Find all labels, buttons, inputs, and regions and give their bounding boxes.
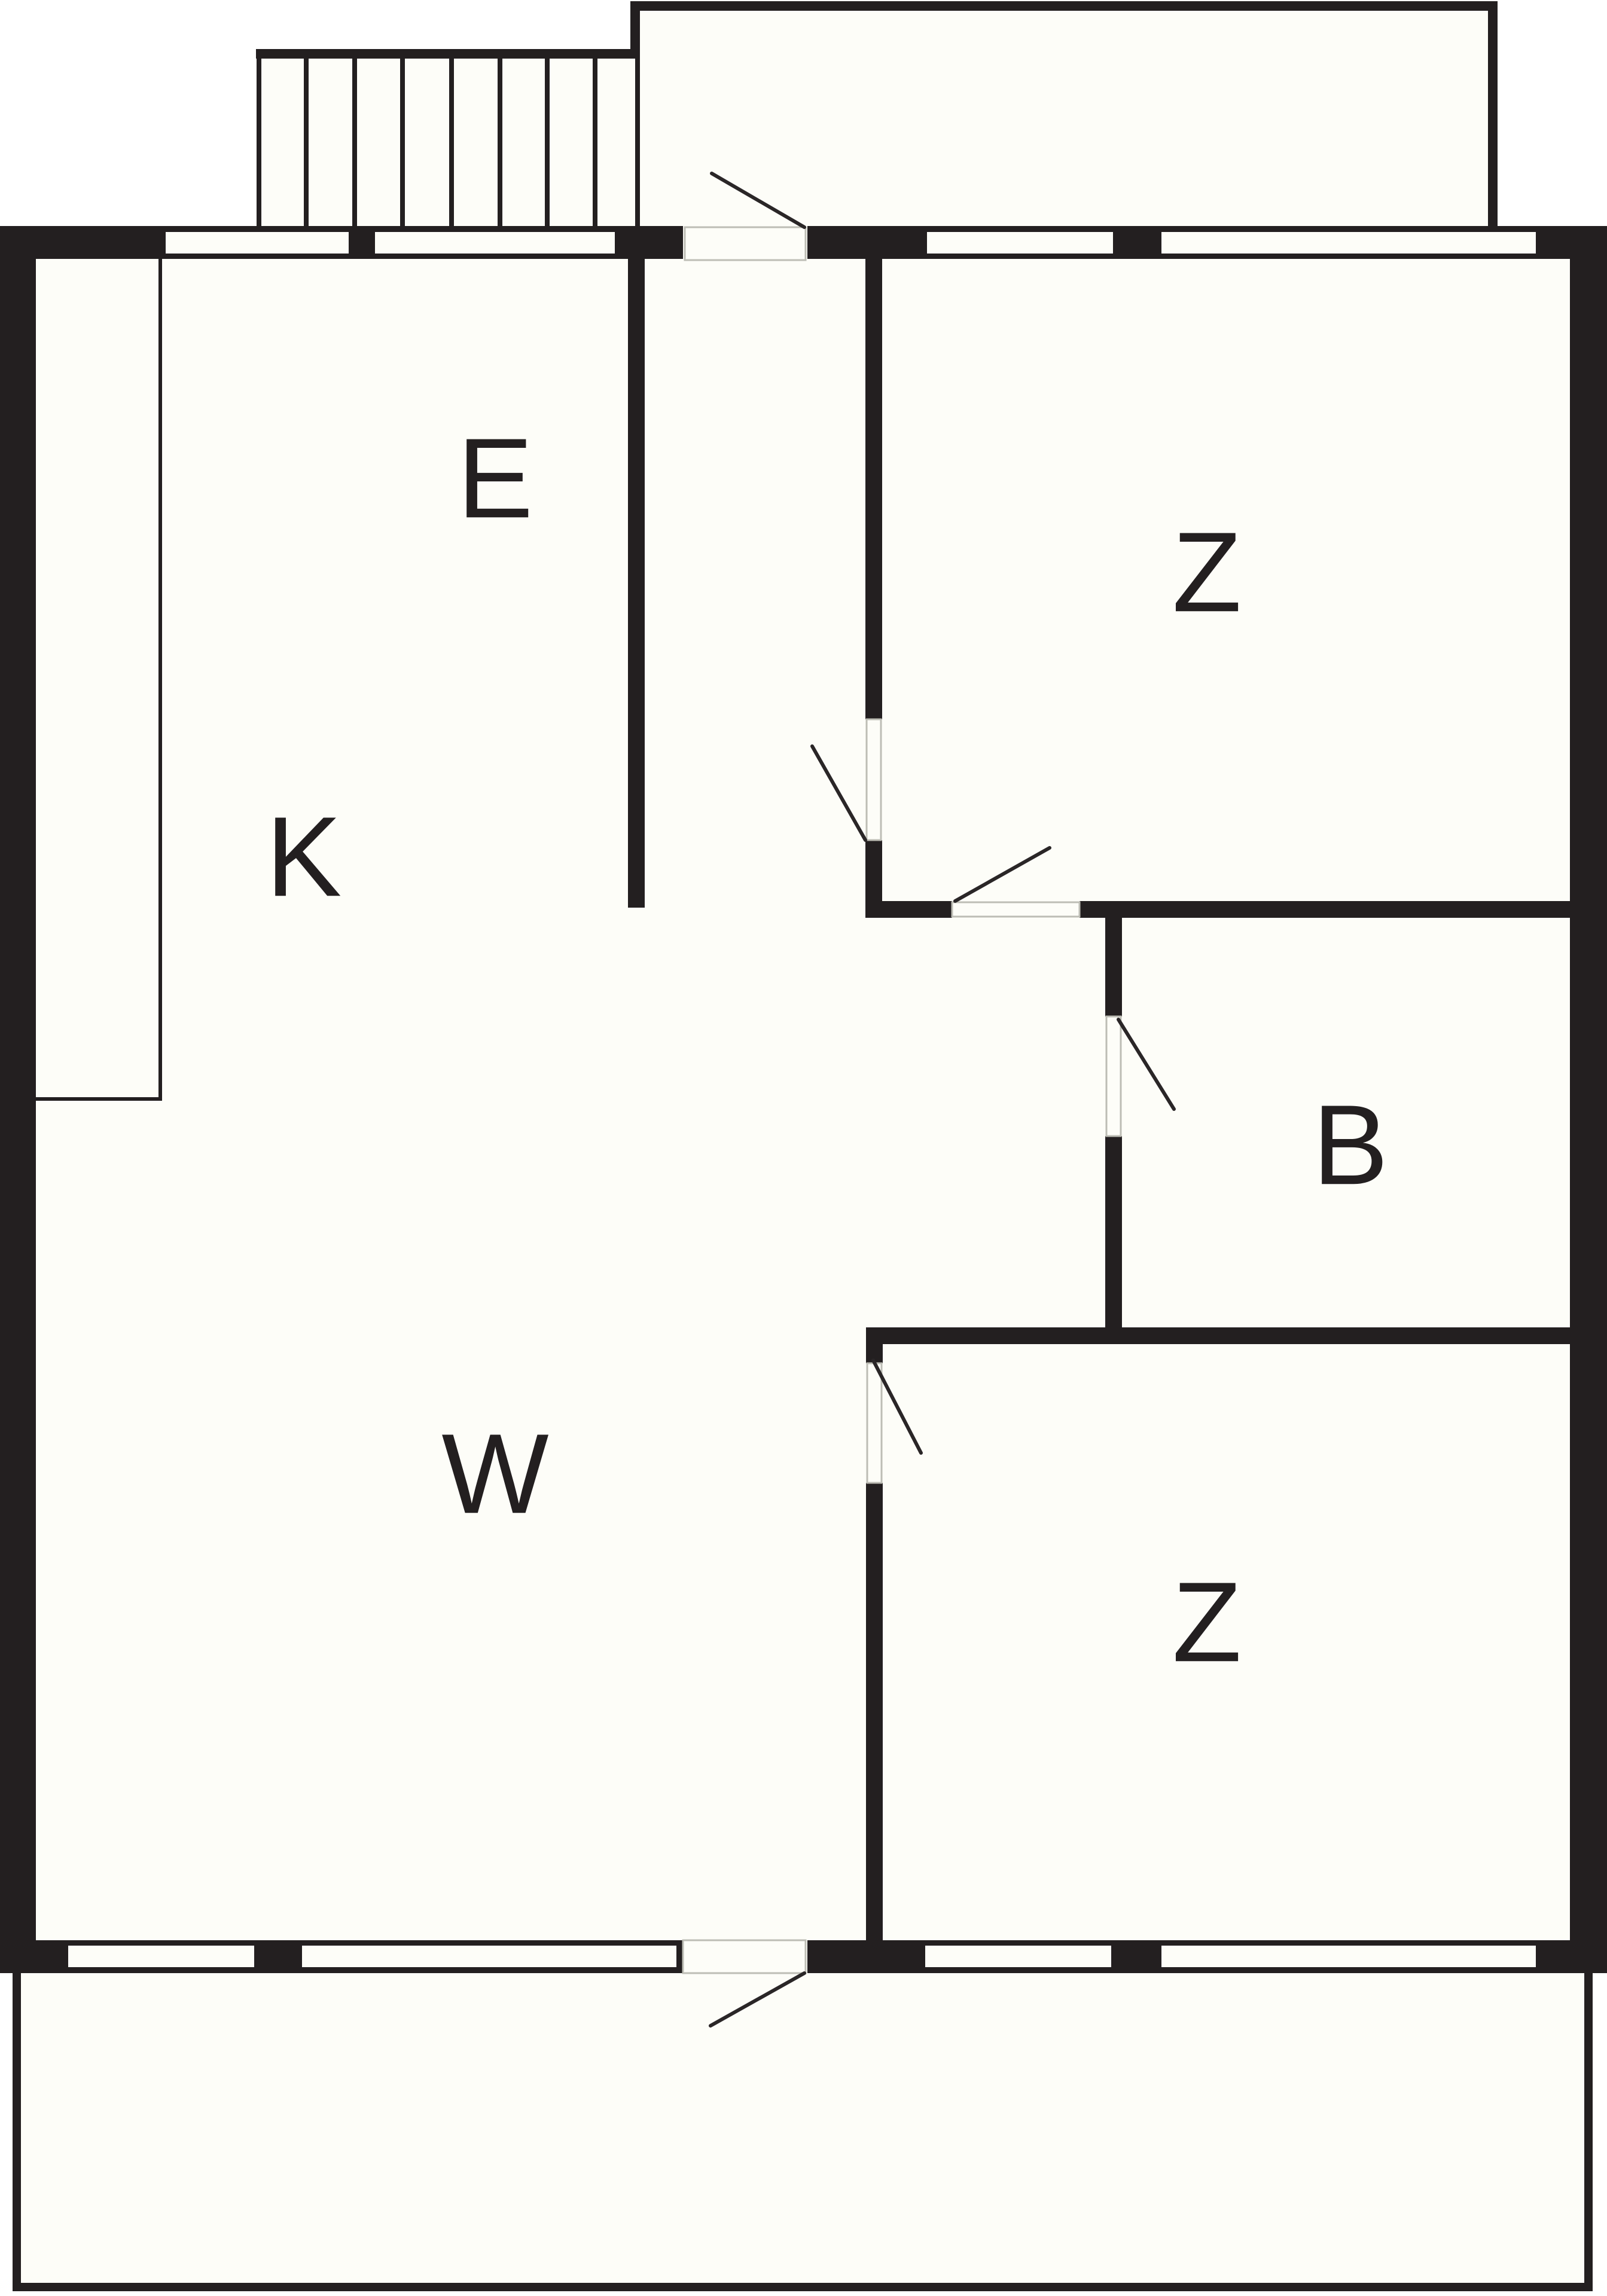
stairs <box>256 49 635 227</box>
entrance-door-top[interactable] <box>684 172 807 261</box>
kitchen-counter <box>36 259 162 1101</box>
door-bathroom[interactable] <box>1105 1015 1176 1137</box>
bottom-balcony <box>13 1967 1593 2291</box>
interior-walls <box>628 259 1570 1940</box>
room-label-z2: Z <box>1172 1559 1242 1686</box>
room-label-z1: Z <box>1172 509 1242 636</box>
windows-bottom <box>66 1943 1538 1970</box>
room-label-b: B <box>1313 1082 1389 1208</box>
door-z1-left[interactable] <box>810 718 882 842</box>
windows-top <box>163 230 1538 256</box>
room-label-k: K <box>266 793 342 920</box>
room-label-w: W <box>441 1410 548 1537</box>
door-z1-bottom[interactable] <box>951 846 1081 918</box>
top-balcony <box>630 1 1498 227</box>
room-label-e: E <box>458 415 533 542</box>
door-z2-left[interactable] <box>866 1358 923 1484</box>
interior-floor <box>0 227 1607 1973</box>
balcony-door-bottom[interactable] <box>682 1939 807 2028</box>
